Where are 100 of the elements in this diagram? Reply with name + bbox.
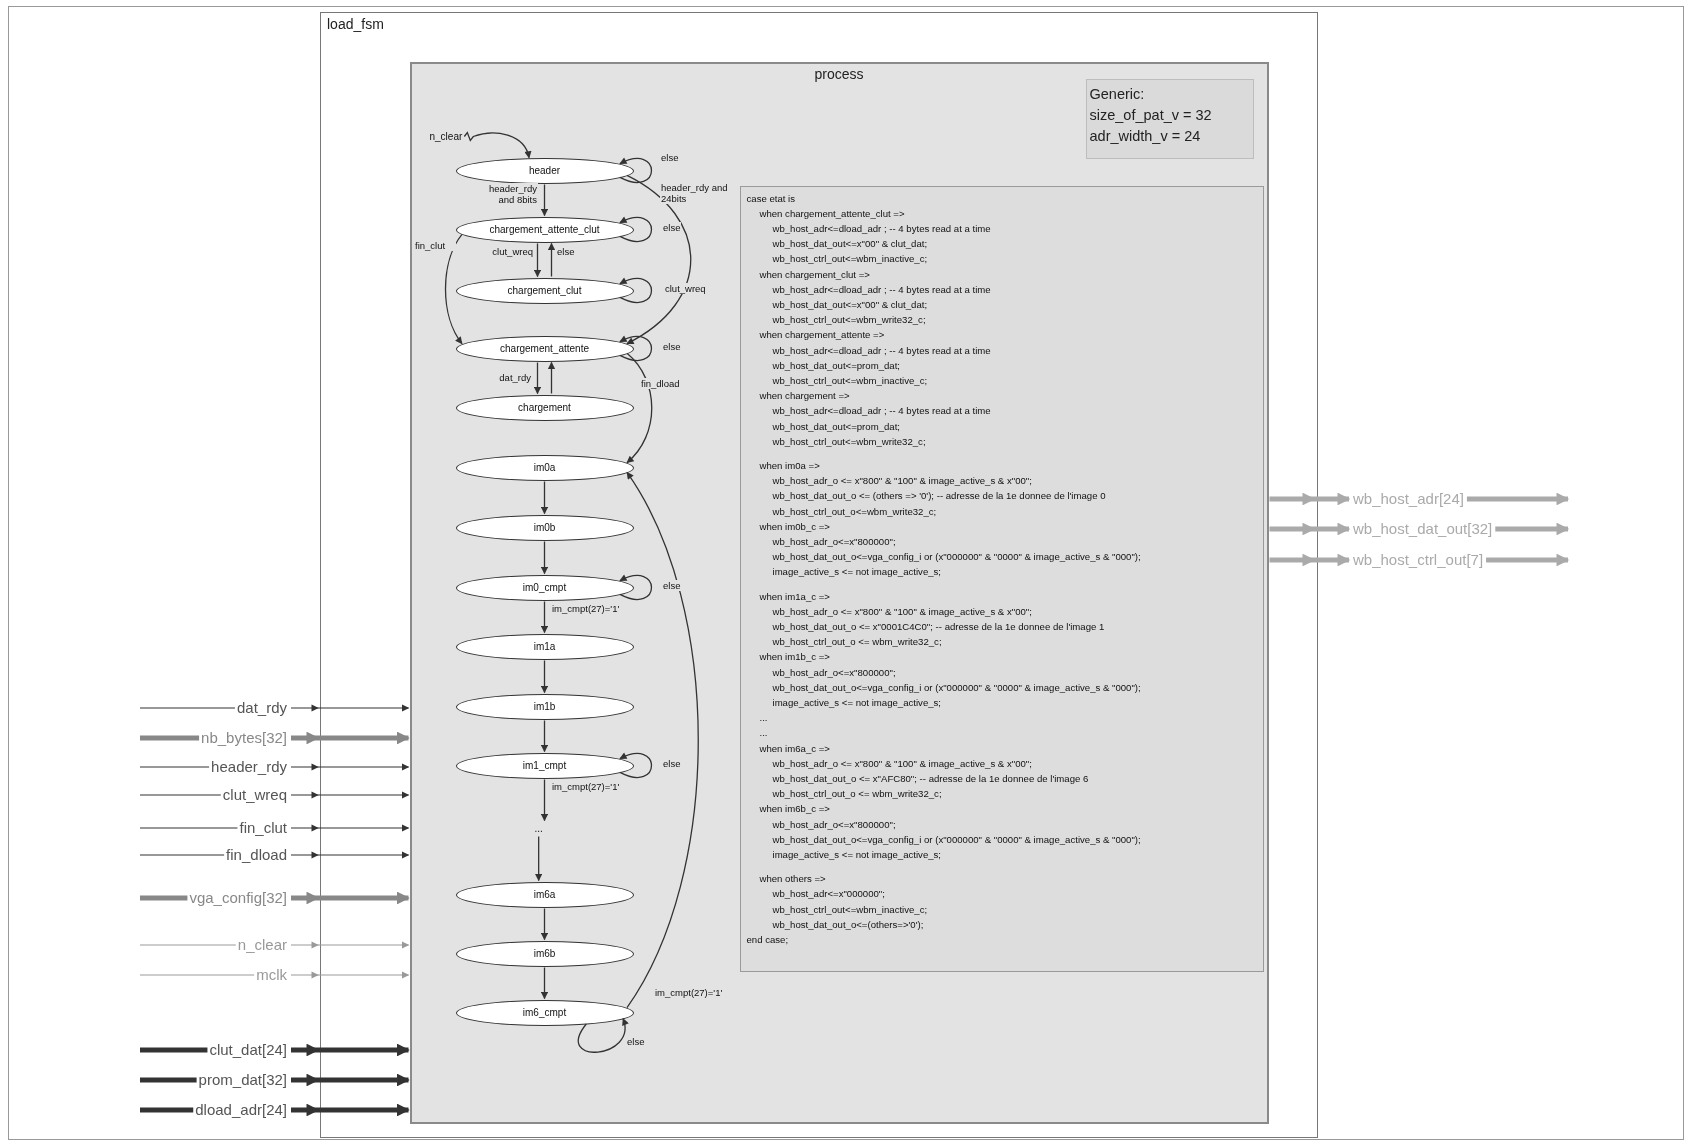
module-name: load_fsm [327,16,384,32]
process-title: process [814,65,864,82]
state-ellipse: chargement_clut [455,277,634,304]
process-panel [409,61,1269,1124]
code-line: wb_host_adr_o<=x"800000"; [771,665,896,680]
transition-arrow [540,907,549,941]
module-frame [320,12,1318,1138]
transition-arrow [540,719,549,753]
transition-arrow [626,352,653,464]
transition-arrow [619,574,653,601]
code-line: wb_host_ctrl_out_o<=wbm_write32_c; [771,504,937,519]
code-line: wb_host_adr_o<=x"800000"; [771,817,896,832]
signal-arrow [291,1104,410,1116]
code-line: ... [758,711,768,726]
signal-arrow [1269,554,1350,566]
code-line: image_active_s <= not image_active_s; [771,696,942,710]
code-line: when im1a_c => [758,589,830,604]
signal-label: header_rdy [210,758,288,776]
transition-arrow [619,277,653,304]
code-line: wb_host_adr_o<=x"800000"; [771,534,896,549]
signal-arrow [290,941,410,949]
signal-arrow [1269,493,1350,505]
edge-label: clut_wreq [664,283,707,294]
code-line: wb_host_dat_out_o<=vga_config_i or (x"000000" & "0000" & image_active_s & "000"); [771,832,1141,847]
edge-label: im_cmpt(27)='1' [551,603,621,614]
code-line: image_active_s <= not image_active_s; [771,565,942,580]
code-line: wb_host_adr_o <= x"800" & "100" & image_active_s & x"00"; [771,604,1032,619]
signal-arrow [290,704,410,712]
transition-arrow [463,131,531,159]
state-ellipse: chargement_attente_clut [455,216,634,243]
state-label: ... [534,821,543,836]
signal-label: wb_host_adr[24] [1352,490,1465,508]
transition-arrow [577,1017,628,1053]
state-ellipse: im1b [455,693,634,720]
signal-label: nb_bytes[32] [200,729,288,747]
code-line: end case; [746,933,789,948]
code-panel [739,185,1264,972]
transition-arrow [1466,492,1570,506]
code-line: when chargement => [758,389,850,404]
signal-label: vga_config[32] [188,889,288,907]
edge-label: else [662,222,682,233]
signal-label: wb_host_ctrl_out[7] [1352,551,1485,569]
signal-arrow [291,892,410,904]
transition-arrow [444,233,463,345]
signal-arrow [290,971,410,979]
signal-label: fin_clut [238,819,288,837]
code-line: wb_host_dat_out_o <= (others => '0'); -- adresse de la 1e donnee de l'image 0 [771,489,1106,504]
edge-label: else [626,1036,646,1047]
code-line: wb_host_adr_o <= x"800" & "100" & image_active_s & x"00"; [771,756,1032,771]
signal-label: prom_dat[32] [197,1071,288,1089]
signal-arrow [1269,523,1350,535]
code-line: wb_host_ctrl_out<=wbm_inactive_c; [771,373,928,388]
transition-arrow [540,540,549,575]
signal-label: fin_dload [225,846,288,864]
code-line: image_active_s <= not image_active_s; [771,848,942,863]
edge-label: else [662,758,682,769]
code-line: when im0a => [758,458,820,473]
transition-arrow [535,835,543,882]
state-ellipse: im0b [455,514,634,541]
code-line: wb_host_dat_out_o<=vga_config_i or (x"000000" & "0000" & image_active_s & "000"); [771,680,1141,695]
code-line: wb_host_adr<=dload_adr ; -- 4 bytes read at a time [771,282,991,297]
state-ellipse: im1_cmpt [455,752,634,779]
signal-label: clut_wreq [221,786,288,804]
code-line: wb_host_dat_out<=prom_dat; [771,358,900,373]
code-line: wb_host_ctrl_out<=wbm_inactive_c; [771,902,928,917]
signal-label: n_clear [236,936,288,954]
state-ellipse: im6a [455,881,634,908]
signal-arrow [290,763,410,771]
transition-arrow [533,361,542,395]
edge-label: else [662,341,682,352]
code-line: wb_host_ctrl_out<=wbm_write32_c; [771,434,926,449]
signal-arrow [291,1074,410,1086]
edge-label: fin_clut [414,240,456,251]
signal-arrow [291,732,410,744]
state-label: n_clear [429,129,463,144]
transition-arrow [540,600,549,634]
generic-panel [1085,78,1254,159]
code-line: wb_host_adr<=x"000000"; [771,887,885,902]
generic-text: size_of_pat_v = 32 [1089,105,1213,125]
code-line: wb_host_dat_out<=prom_dat; [771,419,900,434]
state-ellipse: im0a [455,454,634,481]
state-ellipse: im6b [455,940,634,967]
code-line: when im1b_c => [758,650,830,665]
edge-label: else [660,152,680,163]
transition-arrow [540,659,549,694]
code-line: wb_host_dat_out_o <= x"0001C4C0"; -- adresse de la 1e donnee de l'image 1 [771,620,1105,634]
state-ellipse: header [455,157,634,184]
code-line: wb_host_adr<=dload_adr ; -- 4 bytes read at a time [771,343,991,358]
code-line: wb_host_ctrl_out<=wbm_inactive_c; [771,252,928,267]
code-line: when chargement_attente => [758,328,885,343]
transition-arrow [1486,553,1570,567]
code-line: wb_host_adr<=dload_adr ; -- 4 bytes read at a time [771,221,991,236]
code-line: wb_host_ctrl_out_o <= wbm_write32_c; [771,635,942,650]
edge-label: fin_dload [640,378,681,389]
transition-arrow [540,966,549,1000]
code-line: when chargement_attente_clut => [758,206,905,221]
signal-label: clut_dat[24] [208,1041,288,1059]
transition-arrow [540,183,549,217]
generic-text: Generic: [1089,84,1146,104]
state-ellipse: im1a [455,633,634,660]
